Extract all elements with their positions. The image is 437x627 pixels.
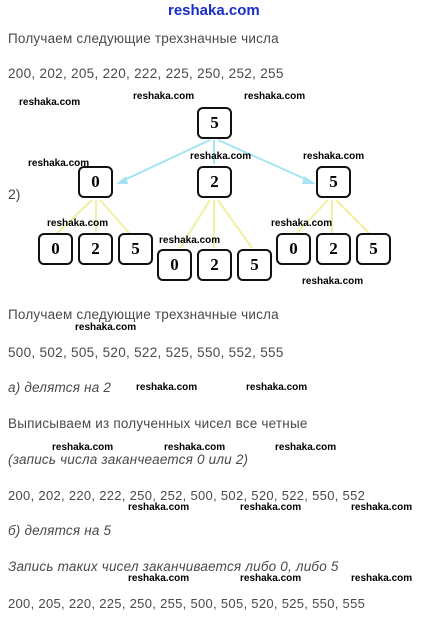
part-b-label: б) делятся на 5 [8,523,112,538]
watermark: reshaka.com [159,235,221,246]
tree-node-l-2: 2 [78,233,113,265]
edge-l-0 [55,199,93,235]
intro-text-1: Получаем следующие трехзначные числа [8,31,279,46]
edge-root-right [217,139,313,183]
watermark: reshaka.com [128,502,190,513]
watermark: reshaka.com [271,218,333,229]
tree-root-node: 5 [197,107,232,139]
watermark: reshaka.com [133,91,195,102]
part-a-label: а) делятся на 2 [8,380,112,395]
tree-node-level1-2: 2 [197,166,232,198]
numbers-even: 200, 202, 220, 222, 250, 252, 500, 502, … [8,488,366,503]
note-text: (запись числа заканчеается 0 или 2) [8,452,249,467]
arrow-left [116,176,128,184]
watermark: reshaka.com [190,151,252,162]
watermark: reshaka.com [136,382,198,393]
tree-edges [55,139,371,249]
watermark: reshaka.com [75,322,137,333]
tree-node-level1-5: 5 [316,166,351,198]
item-label-2: 2) [8,186,21,202]
tree-node-r-2: 2 [316,233,351,265]
edge-m-5 [217,199,253,249]
watermark: reshaka.com [47,218,109,229]
tree-node-r-0: 0 [276,233,311,265]
watermark: reshaka.com [19,97,81,108]
watermark: reshaka.com [302,276,364,287]
watermark: reshaka.com [240,573,302,584]
tree-node-l-0: 0 [38,233,73,265]
watermark: reshaka.com [52,442,114,453]
edge-m-0 [179,199,211,249]
watermark: reshaka.com [303,151,365,162]
watermark: reshaka.com [351,502,413,513]
numbers-five: 200, 205, 220, 225, 250, 255, 500, 505, … [8,596,366,611]
tree-node-r-5: 5 [356,233,391,265]
watermark: reshaka.com [28,158,90,169]
numbers-line-2: 500, 502, 505, 520, 522, 525, 550, 552, … [8,345,284,360]
intro-text-2: Получаем следующие трехзначные числа [8,307,279,322]
level2-edges [55,199,371,249]
edge-l-5 [99,199,131,235]
tree-node-m-0: 0 [157,249,192,281]
level1-edges [119,139,313,183]
tree-node-m-5: 5 [237,249,272,281]
watermark: reshaka.com [128,573,190,584]
watermark: reshaka.com [240,502,302,513]
writeout-text: Выписываем из полученных чисел все четны… [8,416,308,431]
watermark: reshaka.com [246,382,308,393]
tree-node-m-2: 2 [197,249,232,281]
tree-node-l-5: 5 [118,233,153,265]
numbers-line-1: 200, 202, 205, 220, 222, 225, 250, 252, … [8,66,284,81]
edge-r-0 [295,199,329,235]
arrow-right [302,176,316,184]
watermark: reshaka.com [275,442,337,453]
edge-root-left [119,139,211,183]
watermark: reshaka.com [164,442,226,453]
site-watermark-top: reshaka.com [168,2,260,19]
watermark: reshaka.com [244,91,306,102]
rule-five-text: Запись таких чисел заканчивается либо 0,… [8,559,339,574]
watermark: reshaka.com [351,573,413,584]
tree-node-level1-0: 0 [78,166,113,198]
edge-r-5 [335,199,371,235]
level1-arrowheads [116,176,316,184]
